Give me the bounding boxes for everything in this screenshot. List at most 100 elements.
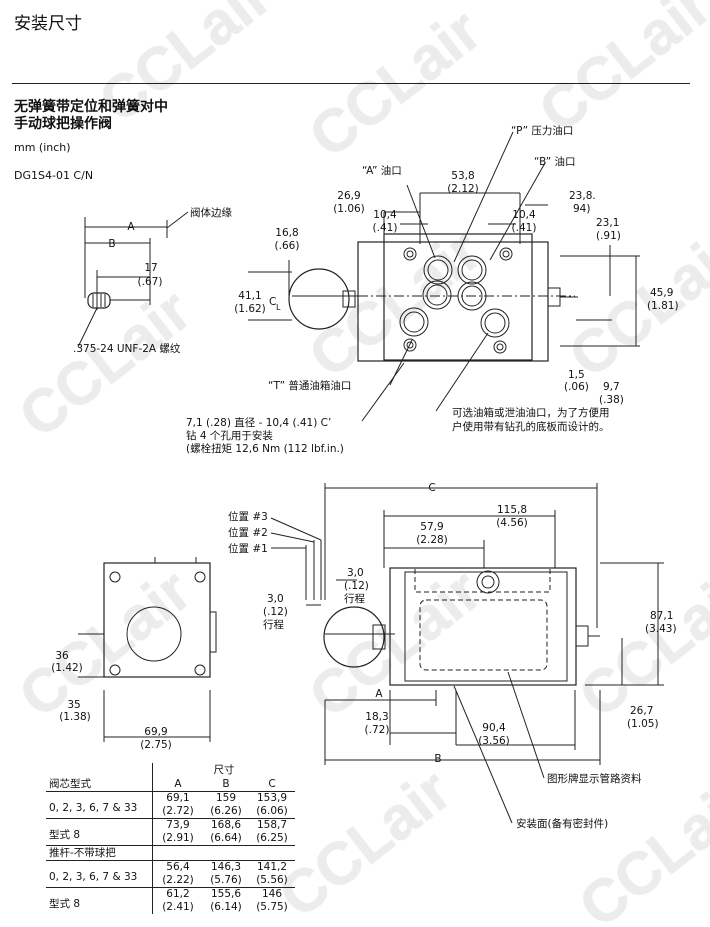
dim-10-4-right-inch: (.41) (511, 222, 537, 234)
stroke-1-inch: (.12) (344, 580, 369, 592)
dim-16-8-inch: (.66) (274, 240, 300, 252)
port-p-label: “P” 压力油口 (511, 125, 574, 137)
watermark-7: CCLair (7, 556, 203, 730)
dim-45-9-inch: (1.81) (647, 300, 679, 312)
port-a-label: “A” 油口 (362, 165, 402, 177)
bolt-hole-note-1: 7,1 (.28) 直径 - 10,4 (.41) C’ (186, 417, 332, 429)
dim-41-1: 41,1 (238, 290, 262, 302)
subtitle-line-2: 手动球把操作阀 (14, 116, 112, 132)
dim-1-5-inch: (.06) (564, 381, 589, 393)
watermark-11: CCLair (567, 766, 710, 927)
units-note: mm (inch) (14, 141, 71, 154)
dimension-table: 尺寸 阀芯型式 A B C 0, 2, 3, 6, 7 & 33 69,1(2.… (46, 763, 295, 914)
dim-87-1: 87,1 (650, 610, 674, 622)
table-row: 型式 8 73,9(2.91) 168,6(6.64) 158,7(6.25) (46, 818, 295, 846)
table-col-c: C (268, 777, 276, 790)
position-1-label: 位置 #1 (228, 543, 268, 555)
dim-35: 35 (67, 699, 81, 711)
dim-10-4-right: 10,4 (512, 209, 536, 221)
dim-A-side-label: A (375, 688, 383, 700)
dim-23-8-inch: 94) (573, 203, 591, 215)
dim-B-label: B (108, 238, 116, 250)
dim-26-7: 26,7 (630, 705, 654, 717)
section-divider (12, 83, 690, 84)
dim-18-3-inch: (.72) (364, 724, 390, 736)
dim-35-inch: (1.38) (59, 711, 91, 723)
position-2-label: 位置 #2 (228, 527, 268, 539)
port-t-label: “T” 普通油箱油口 (268, 380, 352, 392)
valve-side-view (270, 483, 664, 824)
dim-9-7-inch: (.38) (599, 394, 624, 406)
dim-41-1-inch: (1.62) (234, 303, 266, 315)
watermark-3: CCLair (527, 0, 710, 145)
dim-69-9: 69,9 (144, 726, 168, 738)
dim-53-8-inch: (2.12) (447, 183, 479, 195)
dim-A-label: A (127, 221, 135, 233)
stroke-2: 3,0 (267, 593, 284, 605)
table-dim-header: 尺寸 (152, 763, 295, 777)
watermark-1: CCLair (87, 0, 283, 135)
dim-69-9-inch: (2.75) (140, 739, 172, 751)
dim-115-8: 115,8 (496, 504, 528, 516)
dim-36-inch: (1.42) (51, 662, 83, 674)
dim-26-9: 26,9 (337, 190, 361, 202)
dim-90-4: 90,4 (482, 722, 506, 734)
table-group-header: 推杆-不带球把 (46, 845, 295, 861)
stroke-1: 3,0 (347, 567, 364, 579)
dim-53-8: 53,8 (451, 170, 475, 182)
table-col-b: B (222, 777, 230, 790)
position-3-label: 位置 #3 (228, 511, 268, 523)
page-title: 安装尺寸 (14, 14, 82, 34)
table-col-a: A (152, 777, 203, 792)
thread-label: .375-24 UNF-2A 螺纹 (73, 343, 181, 355)
centerline-subscript: L (276, 303, 281, 312)
dim-45-9: 45,9 (650, 287, 674, 299)
watermark-2: CCLair (297, 0, 493, 170)
dim-23-8: 23,8. (569, 190, 596, 202)
dim-57-9-inch: (2.28) (416, 534, 448, 546)
dim-1-5: 1,5 (568, 369, 585, 381)
drain-note-2: 户使用带有钻孔的底板而设计的。 (452, 421, 610, 433)
table-row: 0, 2, 3, 6, 7 & 33 56,4(2.22) 146,3(5.76… (46, 860, 295, 888)
dim-B-side-label: B (434, 753, 442, 765)
port-b-label: “B” 油口 (534, 156, 576, 168)
table-row: 0, 2, 3, 6, 7 & 33 69,1(2.72) 159(6.26) … (46, 791, 295, 819)
dim-26-7-inch: (1.05) (627, 718, 659, 730)
dim-18-3: 18,3 (365, 711, 389, 723)
valve-edge-label: 阀体边缘 (190, 207, 232, 219)
dim-23-1: 23,1 (596, 217, 620, 229)
dim-57-9: 57,9 (420, 521, 444, 533)
watermark-8: CCLair (297, 556, 493, 730)
centerline-label: C (269, 296, 277, 308)
stroke-2-inch: (.12) (263, 606, 288, 618)
bolt-hole-note-3: (螺栓扭矩 12,6 Nm (112 lbf.in.) (186, 443, 344, 455)
valve-end-view (78, 557, 217, 742)
table-col-label: 阀芯型式 (49, 777, 91, 790)
dim-10-4-left: 10,4 (373, 209, 397, 221)
dim-90-4-inch: (3.56) (478, 735, 510, 747)
thread-detail (77, 211, 189, 348)
dim-23-1-inch: (.91) (596, 230, 621, 242)
dim-10-4-left-inch: (.41) (372, 222, 398, 234)
dim-87-1-inch: (3.43) (645, 623, 677, 635)
table-row: 型式 8 61,2(2.41) 155,6(6.14) 146(5.75) (46, 887, 295, 914)
dim-17: 17 (144, 262, 158, 274)
dim-C-label: C (428, 482, 436, 494)
bolt-hole-note-2: 钻 4 个孔用于安装 (186, 430, 273, 442)
dim-17-inch: (.67) (137, 276, 163, 288)
valve-top-view (248, 131, 640, 422)
subtitle-line-1: 无弹簧带定位和弹簧对中 (14, 99, 168, 115)
drain-note-1: 可选油箱或泄油油口，为了方便用 (452, 407, 610, 419)
mounting-surface-note: 安装面(备有密封件) (516, 818, 609, 830)
dim-36: 36 (55, 650, 69, 662)
stroke-1-text: 行程 (344, 593, 365, 605)
model-number: DG1S4-01 C/N (14, 169, 94, 182)
dim-115-8-inch: (4.56) (496, 517, 528, 529)
watermark-6: CCLair (557, 216, 710, 390)
dim-26-9-inch: (1.06) (333, 203, 365, 215)
dim-9-7: 9,7 (603, 381, 620, 393)
dim-16-8: 16,8 (275, 227, 299, 239)
stroke-2-text: 行程 (263, 619, 284, 631)
watermark-10: CCLair (267, 756, 463, 927)
